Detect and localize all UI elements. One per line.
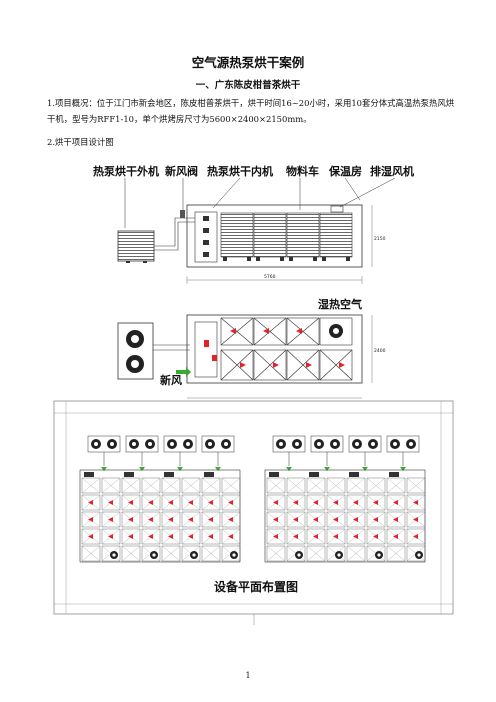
plan-drawing: 湿热空气 新风: [117, 297, 386, 399]
outdoor-unit-shape: [117, 230, 155, 262]
label-layout-title: 设备平面布置图: [214, 579, 298, 594]
dim-height: 2150: [374, 236, 386, 242]
layout-drawing: 设备平面布置图: [53, 400, 454, 625]
document-title: 空气源热泵烘干案例: [191, 55, 305, 70]
exhaust-fan-shape: [330, 205, 344, 213]
dim-width: 2400: [374, 348, 386, 354]
label-exhaust-fan: 排湿风机: [370, 164, 414, 178]
design-drawing-heading: 2.烘干项目设计图: [47, 137, 114, 147]
page-number: 1: [245, 671, 251, 680]
project-overview-paragraph: 1.项目概况：位于江门市新会地区，陈皮柑普茶烘干，烘干时间16~20小时，采用1…: [47, 98, 455, 124]
material-carts: [220, 212, 353, 261]
label-fresh-air-valve: 新风阀: [165, 164, 198, 178]
label-outdoor-unit: 热泵烘干外机: [93, 164, 159, 178]
dryer-room-outline: [186, 204, 363, 268]
label-cart: 物料车: [286, 164, 319, 178]
label-insulated-room: 保温房: [328, 164, 362, 178]
plan-room-outline: [186, 314, 363, 384]
elevation-drawing: 热泵烘干外机 新风阀 热泵烘干内机 物料车 保温房 排湿风机: [93, 164, 414, 284]
label-fresh-air: 新风: [160, 373, 182, 387]
tray-grid: [220, 317, 353, 381]
label-indoor-unit: 热泵烘干内机: [207, 164, 273, 178]
dim-length: 5760: [264, 274, 276, 280]
label-humid-air: 湿热空气: [318, 297, 362, 311]
section-heading: 一、广东陈皮柑普茶烘干: [195, 80, 301, 91]
